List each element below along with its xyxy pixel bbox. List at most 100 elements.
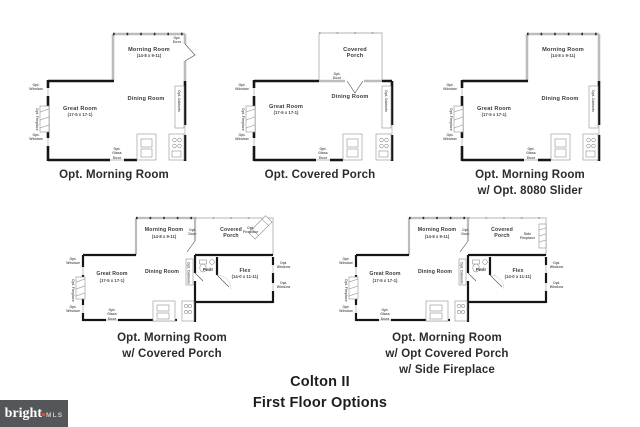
opt-fireplace-label: Opt. Fireplace (71, 279, 75, 302)
plan-caption-2: Opt. Covered Porch (250, 167, 390, 183)
great-room-dims: (17-5 x 17-1) (99, 277, 125, 283)
caption-line: Opt. Morning Room (392, 332, 502, 344)
morning-room-dims: (14-8 x 9-11) (424, 233, 450, 239)
floorplan-opt-morning-room: Morning Room (14-8 x 9-11) Opt. Door Gre… (29, 30, 196, 162)
opt-window-label: Opt. Window (235, 83, 249, 92)
dining-room-label: Dining Room (541, 96, 579, 102)
opt-cabinets-label: Opt. Cabinets (459, 262, 464, 285)
caption-line: Opt. Morning Room (475, 169, 585, 181)
dining-room-label: Dining Room (418, 269, 452, 275)
floorplan-drawing (75, 215, 275, 322)
door-swing-icon (467, 272, 503, 288)
door-swing-icon (186, 240, 196, 253)
plan-caption-5: Opt. Morning Room w/ Opt Covered Porch w… (357, 330, 537, 378)
kitchen-island-icon (425, 300, 449, 322)
kitchen-island-icon (342, 133, 363, 161)
dining-room-label: Dining Room (331, 94, 369, 100)
morning-room-dims: (14-8 x 9-11) (151, 233, 177, 239)
cabinets-icon (588, 85, 599, 129)
fireplace-icon (75, 276, 86, 300)
opt-glass-door-label: Opt. Glass Door (526, 147, 536, 160)
side-fireplace-label: Side Fireplace (519, 232, 536, 241)
kitchen-counter-icon (582, 133, 599, 161)
morning-room-label: Morning Room (417, 227, 457, 233)
great-room-dims: (17-5 x 17-1) (481, 112, 507, 117)
opt-fireplace-label: Opt. Fireplace (243, 226, 259, 235)
fireplace-icon (348, 276, 359, 300)
cabinets-icon (174, 85, 185, 129)
floorplan-opt-morning-room-covered-porch: Morning Room (14-8 x 9-11) Opt. Door Cov… (66, 215, 290, 325)
opt-window-label: Opt. Window (443, 133, 457, 142)
opt-cabinets-label: Opt. Cabinets (177, 90, 181, 113)
kitchen-island-icon (136, 133, 157, 161)
opt-door-label: Opt. Door (172, 36, 182, 45)
kitchen-counter-icon (375, 133, 392, 161)
opt-window-label: Opt. Window (66, 305, 80, 314)
opt-window-label: Opt. Window (29, 133, 43, 142)
flex-room-dims: (14-0 x 11-11) (231, 274, 259, 279)
fireplace-icon (245, 105, 256, 133)
caption-line: w/ Opt Covered Porch (385, 348, 509, 360)
opt-window-label: Opt. Window (549, 261, 564, 270)
floorplan-opt-morning-room-slider: Morning Room (14-8 x 9-11) Great Room (1… (443, 30, 602, 162)
caption-line: w/ Covered Porch (122, 348, 222, 360)
door-swing-icon (194, 272, 230, 288)
opt-door-label: Opt. Door (188, 228, 197, 237)
kitchen-counter-icon (181, 300, 195, 322)
fireplace-icon (453, 105, 464, 133)
plan-caption-3: Opt. Morning Room w/ Opt. 8080 Slider (450, 167, 610, 199)
opt-window-label: Opt. Window (276, 281, 291, 290)
morning-room-walls (134, 216, 197, 255)
morning-room-label: Morning Room (128, 47, 170, 53)
kitchen-island-icon (152, 300, 176, 322)
great-room-label: Great Room (268, 104, 303, 110)
door-swing-icon (459, 240, 469, 253)
opt-fireplace-label: Opt. Fireplace (35, 108, 39, 131)
floorplan-drawing (453, 32, 601, 162)
opt-window-label: Opt. Window (235, 133, 249, 142)
floorplan-drawing (39, 32, 196, 162)
opt-glass-door-label: Opt. Glass Door (318, 147, 328, 160)
porch-walls (195, 217, 274, 255)
opt-window-label: Opt. Window (549, 281, 564, 290)
great-room-label: Great Room (369, 271, 401, 277)
caption-line: w/ Opt. 8080 Slider (477, 185, 583, 197)
sheet-title-line2: First Floor Options (252, 395, 388, 411)
porch-fireplace-icon (248, 215, 273, 240)
cabinets-icon (185, 258, 194, 286)
morning-room-label: Morning Room (144, 227, 184, 233)
opt-cabinets-label: Opt. Cabinets (186, 262, 191, 285)
morning-room-dims: (14-8 x 9-11) (550, 53, 576, 58)
kitchen-counter-icon (168, 133, 185, 161)
covered-porch-label: Covered Porch (343, 47, 367, 60)
opt-cabinets-label: Opt. Cabinets (591, 90, 595, 113)
great-room-dims: (17-5 x 17-1) (372, 277, 398, 283)
covered-porch-label: Covered Porch (491, 227, 513, 239)
side-fireplace-icon (538, 223, 547, 249)
plan-caption-1: Opt. Morning Room (44, 167, 184, 183)
powder-room-label: Pwdr (475, 267, 487, 272)
opt-glass-door-label: Opt. Glass Door (112, 147, 122, 160)
floorplan-drawing (348, 216, 548, 322)
opt-cabinets-label: Opt. Cabinets (384, 90, 388, 113)
plan-caption-4: Opt. Morning Room w/ Covered Porch (92, 330, 252, 362)
opt-door-label: Opt. Door (461, 228, 470, 237)
main-walls (81, 253, 275, 322)
floorplan-opt-covered-porch: Covered Porch Opt. Door Great Room (17-5… (235, 30, 394, 162)
opt-fireplace-label: Opt. Fireplace (241, 108, 245, 131)
morning-room-dims: (14-8 x 9-11) (136, 53, 162, 58)
opt-window-label: Opt. Window (339, 305, 353, 314)
kitchen-counter-icon (454, 300, 468, 322)
powder-room-label: Pwdr (202, 267, 214, 272)
opt-window-label: Opt. Window (339, 257, 353, 266)
covered-porch-label: Covered Porch (220, 227, 242, 239)
morning-room-walls (407, 216, 470, 255)
cabinets-icon (458, 258, 467, 286)
morning-room-label: Morning Room (542, 47, 584, 53)
bright-mls-logo: bright MLS (0, 400, 68, 427)
opt-fireplace-label: Opt. Fireplace (344, 279, 348, 302)
caption-line: Opt. Covered Porch (264, 169, 376, 181)
dining-room-label: Dining Room (145, 269, 179, 275)
opt-glass-door-label: Opt. Glass Door (380, 308, 390, 321)
